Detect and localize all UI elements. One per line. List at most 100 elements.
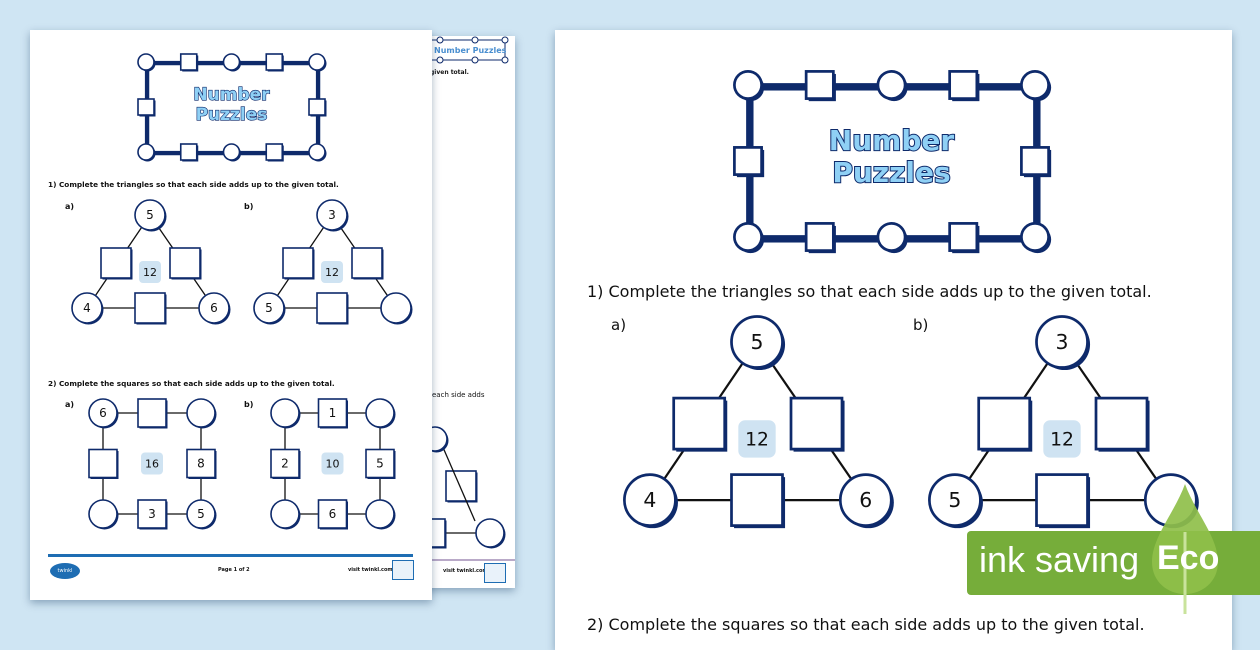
page-2-q1-fragment: given total. [430,69,469,76]
zoomed-triangle-b-bottom-square [1035,473,1089,527]
frame-square [733,146,763,176]
square-b-right-square-value: 5 [376,457,384,471]
triangle-b-label: b) [244,202,254,211]
page-2-frame-circle [501,36,509,44]
title-text: Puzzles [832,156,950,189]
triangle-b-total-box [321,261,343,283]
zoomed-triangle-b-top-circle [1035,315,1089,369]
square-b-left-square [270,448,300,479]
triangle-b-bottom-square [316,292,348,324]
square-a-top-square [137,398,167,428]
question-1: 1) Complete the triangles so that each s… [48,180,339,189]
page-2-circle [475,518,505,548]
triangle-b-right-circle [380,292,412,324]
frame-circle [733,222,763,252]
zoomed-triangle-a-left-square [672,396,727,451]
square-a-right-square [186,448,216,479]
page-2-title: Number Puzzles [434,46,507,55]
square-a-left-square [88,448,118,479]
frame-circle [733,70,763,100]
frame-circle [137,143,155,161]
zoomed-triangle-a-top-circle [730,315,784,369]
frame-circle [308,143,326,161]
zoomed-triangle-b-total-box [1043,420,1081,458]
frame-circle [876,222,907,252]
square-a-bl-circle [88,499,118,529]
page-2-q2-fragment: each side adds [432,391,485,399]
footer-site: visit twinkl.com [348,567,393,573]
square-a-br-circle [186,499,216,529]
zoomed-triangle-b-left-circle-value: 5 [948,488,961,512]
square-a-br-circle-value: 5 [197,507,205,521]
zoomed-triangle-a-label: a) [611,316,627,334]
square-b-left-square-value: 2 [281,457,289,471]
title-text: Number [193,85,270,105]
footer-badge-icon [392,560,414,580]
square-b-tl-circle [270,398,300,428]
square-a-right-square-value: 8 [197,457,205,471]
frame-circle [1020,70,1050,100]
square-b-bottom-square [317,499,348,529]
zoomed-triangle-a-total-box [738,420,776,458]
square-a-label: a) [65,400,75,409]
square-b-total-box [321,452,344,475]
triangle-b-total: 12 [325,266,339,279]
frame-circle [876,70,907,100]
zoomed-triangle-a-total: 12 [745,430,769,451]
eco-label: Eco [1157,539,1220,577]
zoomed-triangle-b-left-square [977,396,1032,451]
zoomed-triangle-a-top-circle-value: 5 [751,330,764,354]
zoomed-triangle-b-total: 12 [1050,430,1074,451]
page-2-frame-circle [471,56,479,64]
triangle-a-right-circle-value: 6 [210,301,218,315]
frame-square [804,70,835,100]
question-2: 2) Complete the squares so that each sid… [48,379,335,388]
square-b-total: 10 [326,458,340,471]
triangle-a-total-box [139,261,161,283]
page-2-footer-line [380,559,515,561]
page-2-frame-circle [471,36,479,44]
zoomed-triangle-b-right-square [1094,396,1149,451]
frame-circle [137,53,155,71]
square-b-right-square [365,448,395,479]
square-a-bottom-square [137,499,167,529]
frame-square [804,222,835,252]
square-a-total-box [141,452,163,475]
square-b-label: b) [244,400,254,409]
title-text: Puzzles [196,105,268,125]
triangle-a-right-square [169,247,201,279]
twinkl-logo: twinkl [50,563,80,579]
triangle-b-left-circle-value: 5 [265,301,273,315]
frame-square [948,70,979,100]
triangle-a-bottom-square [134,292,166,324]
zoomed-triangle-b-left-circle [928,473,982,527]
frame-square [179,143,198,161]
page-number: Page 1 of 2 [218,567,250,573]
frame-circle [222,53,241,71]
page-2-square [445,470,477,502]
frame-circle [222,143,241,161]
zoomed-triangle-a-right-circle-value: 6 [859,488,872,512]
triangle-a-right-circle [198,292,230,324]
square-b-tr-circle [365,398,395,428]
triangle-a-top-circle [134,199,166,231]
title-text: Number [829,124,955,157]
square-a-tr-circle [186,398,216,428]
square-a-bottom-square-value: 3 [148,507,156,521]
page-2-frame-circle [436,56,444,64]
page-2-footer-site: visit twinkl.com [443,568,488,574]
page-2-badge-icon [484,563,506,583]
triangle-a-total: 12 [143,266,157,279]
triangle-a-top-circle-value: 5 [146,208,154,222]
frame-square [137,98,155,116]
zoomed-triangle-a-bottom-square [730,473,784,527]
zoomed-triangle-a-left-circle [623,473,677,527]
page-2-frame-circle [501,56,509,64]
frame-circle [308,53,326,71]
zoomed-triangle-a-right-square [789,396,844,451]
page-2-frame-circle [436,36,444,44]
frame-square [265,53,284,71]
